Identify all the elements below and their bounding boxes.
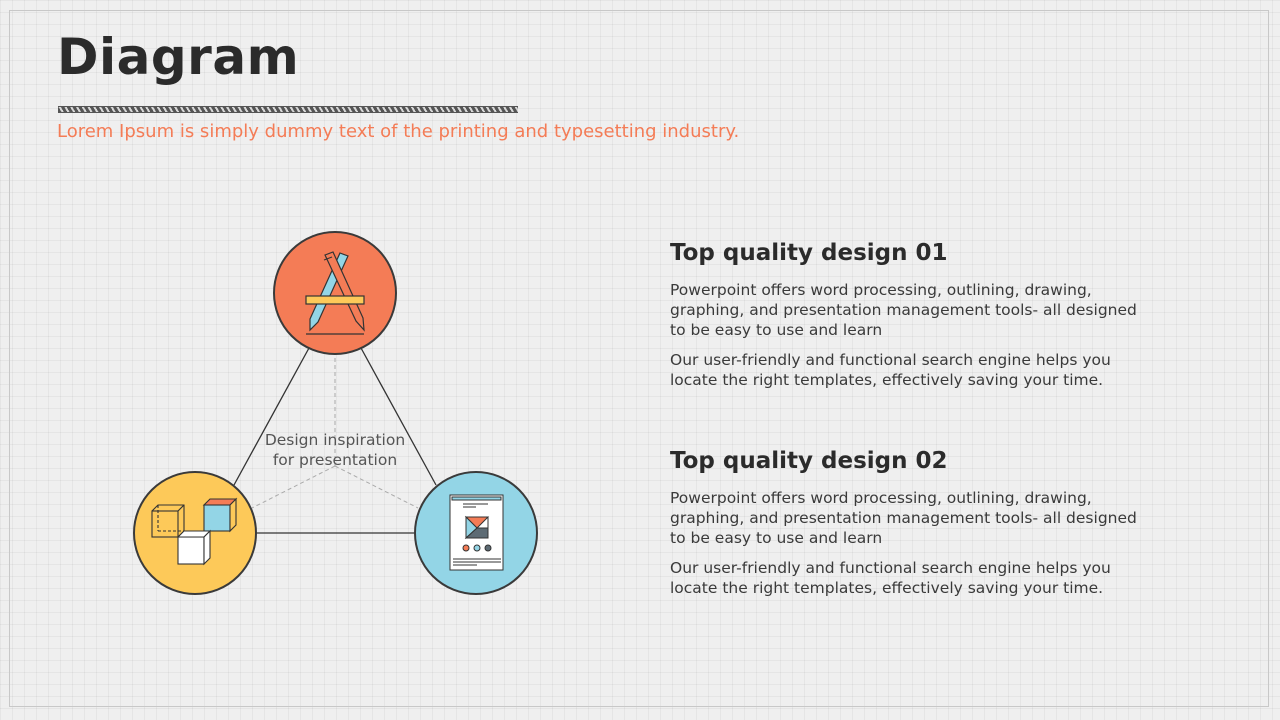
cubes-node xyxy=(133,471,257,595)
feature-paragraph: Powerpoint offers word processing, outli… xyxy=(670,489,1137,547)
design-tools-icon xyxy=(305,251,365,335)
center-label-line2: for presentation xyxy=(272,451,398,469)
feature-heading: Top quality design 02 xyxy=(670,448,948,474)
feature-paragraph: Powerpoint offers word processing, outli… xyxy=(670,281,1137,339)
feature-paragraph: Our user-friendly and functional search … xyxy=(670,559,1111,597)
feature-paragraph: Our user-friendly and functional search … xyxy=(670,351,1111,389)
design-tools-node xyxy=(273,231,397,355)
page-title: Diagram xyxy=(57,28,300,86)
connector-lines xyxy=(233,347,437,534)
feature-heading: Top quality design 01 xyxy=(670,240,948,266)
feature-block-1: Top quality design 01 Powerpoint offers … xyxy=(670,240,1140,400)
layout-node xyxy=(414,471,538,595)
cubes-icon xyxy=(151,497,238,566)
slide-frame xyxy=(9,10,1269,707)
diagram-center-label: Design inspiration for presentation xyxy=(235,430,435,470)
dashed-guides xyxy=(251,358,419,509)
center-label-line1: Design inspiration xyxy=(264,431,406,449)
layout-page-icon xyxy=(449,494,504,571)
feature-block-2: Top quality design 02 Powerpoint offers … xyxy=(670,448,1140,608)
page-subtitle: Lorem Ipsum is simply dummy text of the … xyxy=(57,121,740,142)
rope-divider xyxy=(58,106,518,113)
